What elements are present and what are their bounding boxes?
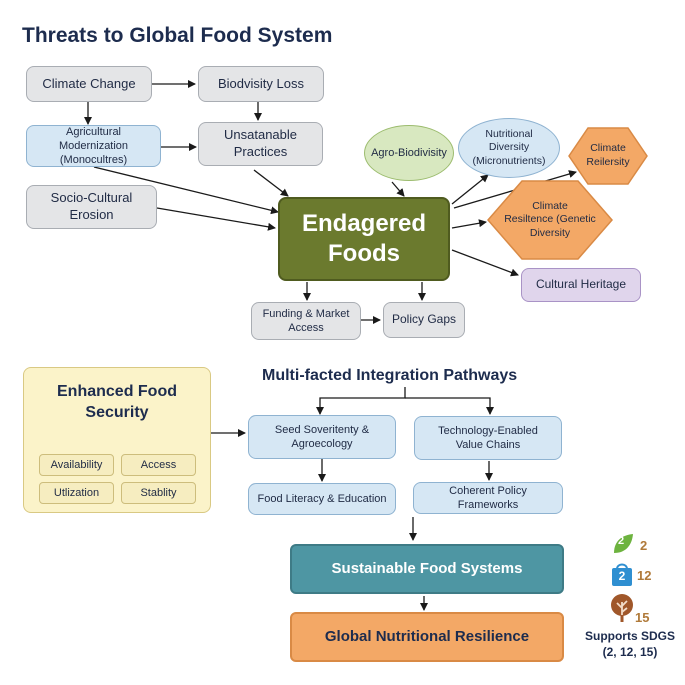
socio-cultural-label: Socio-Cultural Erosion bbox=[50, 190, 133, 222]
leaf-icon-label: 2 bbox=[617, 535, 625, 547]
food-literacy-box: Food Literacy & Education bbox=[248, 483, 396, 515]
food-literacy-label: Food Literacy & Education bbox=[257, 492, 387, 505]
pillar-stability: Stablity bbox=[121, 482, 196, 504]
nutritional-diversity-ellipse: Nutritional Diversity (Micronutrients) bbox=[458, 118, 560, 178]
arrow-agri-to-center bbox=[93, 166, 279, 215]
arrow-center-to-agro bbox=[391, 181, 405, 197]
technology-chains-box: Technology-Enabled Value Chains bbox=[414, 416, 562, 460]
nutritional-diversity-label: Nutritional Diversity (Micronutrients) bbox=[472, 127, 546, 167]
unsustainable-practices-label: Unsatanable Practices bbox=[224, 127, 297, 159]
agri-modernization-label: Agricultural Modernization (Monocultres) bbox=[58, 125, 129, 167]
food-security-panel: Enhanced Food Security Availability Acce… bbox=[23, 367, 211, 513]
climate-resiliency-label: Climate Reilersity bbox=[586, 142, 630, 168]
policy-gaps-box: Policy Gaps bbox=[383, 302, 465, 338]
food-security-title: Enhanced Food Security bbox=[57, 383, 177, 421]
arrow-center-to-genetic bbox=[451, 219, 487, 229]
pathways-title: Multi-facted Integration Pathways bbox=[262, 367, 518, 384]
seed-sovereignty-box: Seed Soveritenty & Agroecology bbox=[248, 415, 396, 459]
socio-cultural-box: Socio-Cultural Erosion bbox=[26, 185, 157, 229]
agri-modernization-box: Agricultural Modernization (Monocultres) bbox=[26, 125, 161, 167]
arrow-center-to-heritage bbox=[451, 249, 519, 277]
cultural-heritage-label: Cultural Heritage bbox=[535, 277, 627, 292]
leaf-icon bbox=[614, 534, 633, 553]
climate-change-box: Climate Change bbox=[26, 66, 152, 102]
shopping-bag-icon-label: 2 bbox=[618, 569, 626, 583]
pillar-access: Access bbox=[121, 454, 196, 476]
global-nutritional-resilience-label: Global Nutritional Resilience bbox=[324, 628, 530, 646]
arrow-practices-to-center bbox=[253, 169, 289, 197]
funding-market-label: Funding & Market Access bbox=[262, 307, 350, 334]
arrow-title-to-seed bbox=[316, 387, 406, 415]
arrow-socio-to-center bbox=[156, 207, 276, 231]
funding-market-box: Funding & Market Access bbox=[251, 302, 361, 340]
agro-biodiversity-ellipse: Agro-Biodivisity bbox=[364, 125, 454, 181]
pillar-availability: Availability bbox=[39, 454, 114, 476]
tree-icon bbox=[611, 594, 633, 622]
sdg-caption: Supports SDGS (2, 12, 15) bbox=[584, 629, 675, 659]
cultural-heritage-box: Cultural Heritage bbox=[521, 268, 641, 302]
sdg-number-12: 12 bbox=[637, 568, 652, 583]
agro-biodiversity-label: Agro-Biodivisity bbox=[371, 146, 447, 159]
climate-resiliency-hexagon bbox=[568, 127, 648, 185]
climate-resilience-diamond bbox=[487, 180, 613, 260]
climate-change-label: Climate Change bbox=[42, 75, 136, 91]
sustainable-food-systems-box: Sustainable Food Systems bbox=[290, 544, 564, 594]
global-nutritional-resilience-box: Global Nutritional Resilience bbox=[290, 612, 564, 662]
page-title: Threats to Global Food System bbox=[22, 24, 333, 47]
arrow-title-to-tech bbox=[405, 397, 494, 415]
biodiversity-loss-label: Biodvisity Loss bbox=[218, 75, 304, 91]
endangered-foods-label: Endagered Foods bbox=[301, 210, 427, 267]
policy-frameworks-box: Coherent Policy Frameworks bbox=[413, 482, 563, 514]
policy-gaps-label: Policy Gaps bbox=[391, 312, 457, 327]
endangered-foods-box: Endagered Foods bbox=[278, 197, 450, 281]
climate-resilience-genetic-label: Climate Resiltence (Genetic Diversity bbox=[504, 199, 596, 239]
biodiversity-loss-box: Biodvisity Loss bbox=[198, 66, 324, 102]
sdg-number-2: 2 bbox=[640, 538, 648, 553]
unsustainable-practices-box: Unsatanable Practices bbox=[198, 122, 323, 166]
pillar-utilization: Utlization bbox=[39, 482, 114, 504]
seed-sovereignty-label: Seed Soveritenty & Agroecology bbox=[274, 423, 370, 450]
policy-frameworks-label: Coherent Policy Frameworks bbox=[449, 484, 527, 511]
arrow-center-to-nutrition bbox=[451, 174, 489, 205]
shopping-bag-icon bbox=[612, 563, 632, 586]
sdg-number-15: 15 bbox=[635, 610, 650, 625]
technology-chains-label: Technology-Enabled Value Chains bbox=[438, 424, 538, 451]
sustainable-food-systems-label: Sustainable Food Systems bbox=[331, 560, 523, 578]
